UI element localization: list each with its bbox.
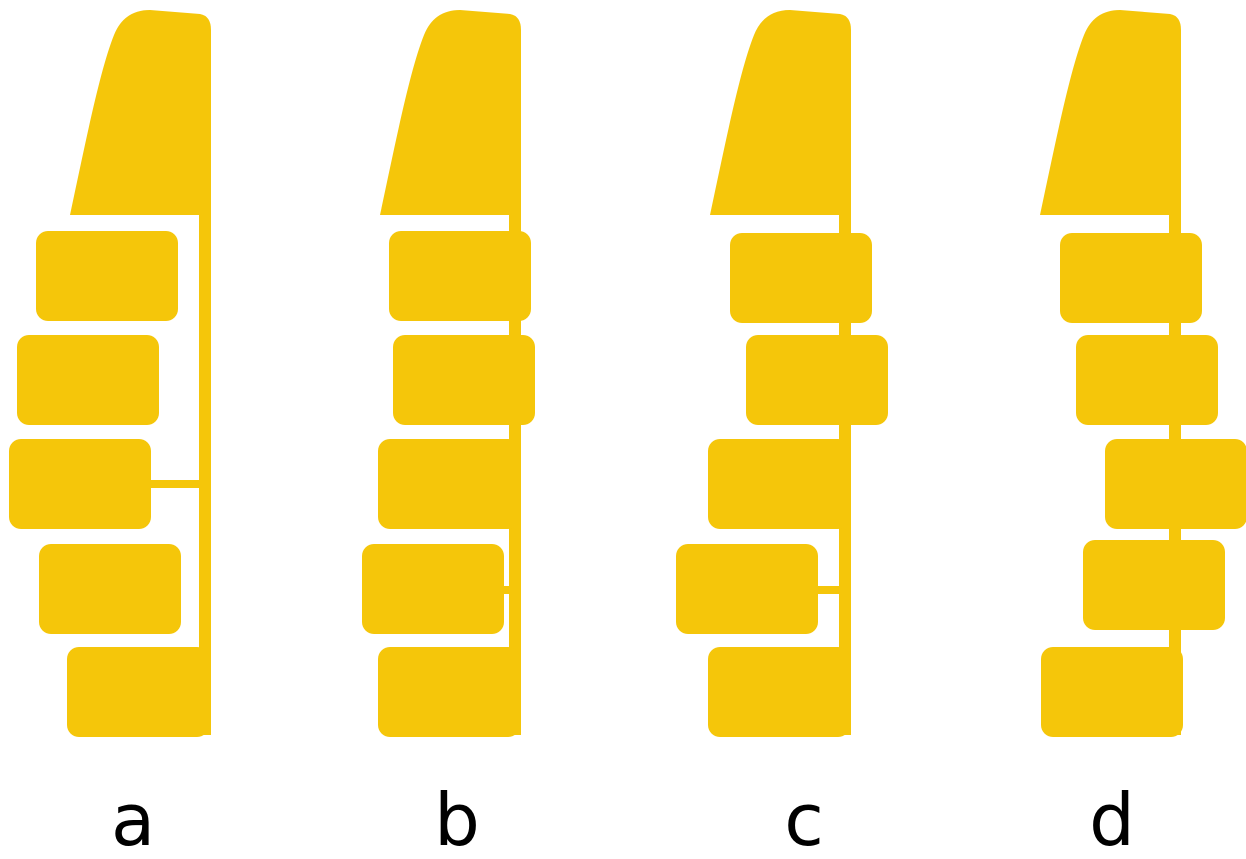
figure-b: b [362,10,535,859]
figure-b-head-shape [380,10,521,215]
figure-c-head-shape [710,10,851,215]
figure-d-block-4 [1083,540,1225,630]
figure-a-connector [150,480,205,488]
figure-b-label: b [434,778,480,859]
figure-a-head-shape [70,10,211,215]
figure-d-head-shape [1040,10,1181,215]
figure-b-block-3 [378,439,520,529]
figure-c-block-4 [676,544,818,634]
figure-a-spine [199,215,211,735]
figure-b-block-4 [362,544,504,634]
figure-b-block-1 [389,231,531,321]
figure-d-block-1 [1060,233,1202,323]
figure-c: c [676,10,888,859]
figure-d-block-2 [1076,335,1218,425]
figure-c-label: c [784,778,824,859]
figure-c-block-3 [708,439,850,529]
figure-b-block-2 [393,335,535,425]
figure-a-block-1 [36,231,178,321]
figure-a-label: a [111,778,155,859]
figure-d-block-3 [1105,439,1246,529]
figure-a-block-4 [39,544,181,634]
figure-b-connector [500,586,514,594]
figure-a: a [9,10,211,859]
figure-c-connector [815,586,845,594]
figure-d-label: d [1089,778,1135,859]
figure-d: d [1040,10,1246,859]
figure-d-block-5 [1041,647,1183,737]
figure-c-block-2 [746,335,888,425]
figure-a-block-3 [9,439,151,529]
figure-b-block-5 [378,647,520,737]
figure-c-block-5 [708,647,850,737]
figure-c-block-1 [730,233,872,323]
figure-a-block-5 [67,647,209,737]
figure-a-block-2 [17,335,159,425]
